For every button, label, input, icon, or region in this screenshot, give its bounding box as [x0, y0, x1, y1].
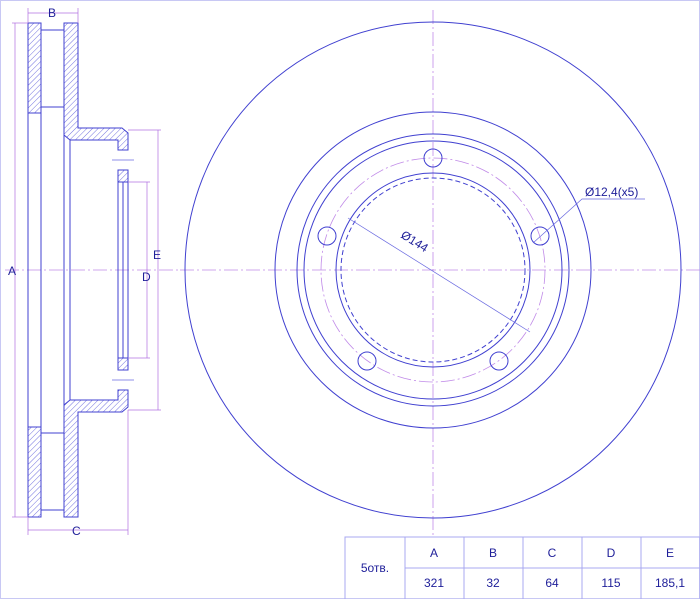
- value-E: 185,1: [655, 576, 685, 590]
- header-A: A: [430, 546, 438, 560]
- label-diameter-144: Ø144: [398, 228, 431, 256]
- label-bolt-hole: Ø12,4(x5): [585, 185, 638, 199]
- dimensions-table: 5отв. A B C D E 321 32 64 115 185,1: [344, 536, 700, 599]
- value-C: 64: [545, 576, 559, 590]
- bolt-hole: [317, 226, 337, 246]
- left-plate-top: [27, 22, 42, 114]
- right-plate-hub-top: [63, 22, 129, 151]
- bolt-circle: [320, 157, 546, 383]
- hub-wall-bottom: [117, 357, 129, 371]
- holes-count: 5отв.: [361, 561, 389, 575]
- bolt-hole: [489, 351, 509, 371]
- bolt-hole: [423, 148, 443, 168]
- label-D: D: [142, 270, 151, 284]
- right-plate-hub-bottom: [63, 389, 129, 518]
- bolt-hole: [357, 351, 377, 371]
- value-A: 321: [424, 576, 444, 590]
- center-bore: [335, 172, 531, 368]
- hub-outer-ring: [296, 133, 570, 407]
- hub-wall-top: [117, 169, 129, 183]
- bolt-holes: [317, 148, 550, 371]
- outer-disc-edge: [184, 21, 682, 519]
- hub-ring: [303, 140, 563, 400]
- header-E: E: [666, 546, 674, 560]
- hidden-bore: [340, 177, 526, 363]
- side-section-view: A B C D E: [5, 6, 180, 538]
- diameter-144-leader: [347, 217, 531, 333]
- label-C: C: [72, 524, 81, 538]
- bolt-hole: [530, 226, 550, 246]
- bolt-hole-leader: [532, 198, 645, 244]
- label-A: A: [8, 264, 16, 278]
- label-E: E: [153, 248, 161, 262]
- friction-ring-inner-edge: [274, 111, 592, 429]
- header-B: B: [489, 546, 497, 560]
- value-D: 115: [601, 576, 620, 590]
- header-D: D: [607, 546, 616, 560]
- left-plate-bottom: [27, 426, 42, 518]
- header-C: C: [548, 546, 557, 560]
- value-B: 32: [486, 576, 500, 590]
- label-B: B: [48, 6, 56, 20]
- front-view: Ø144 Ø12,4(x5): [180, 10, 700, 535]
